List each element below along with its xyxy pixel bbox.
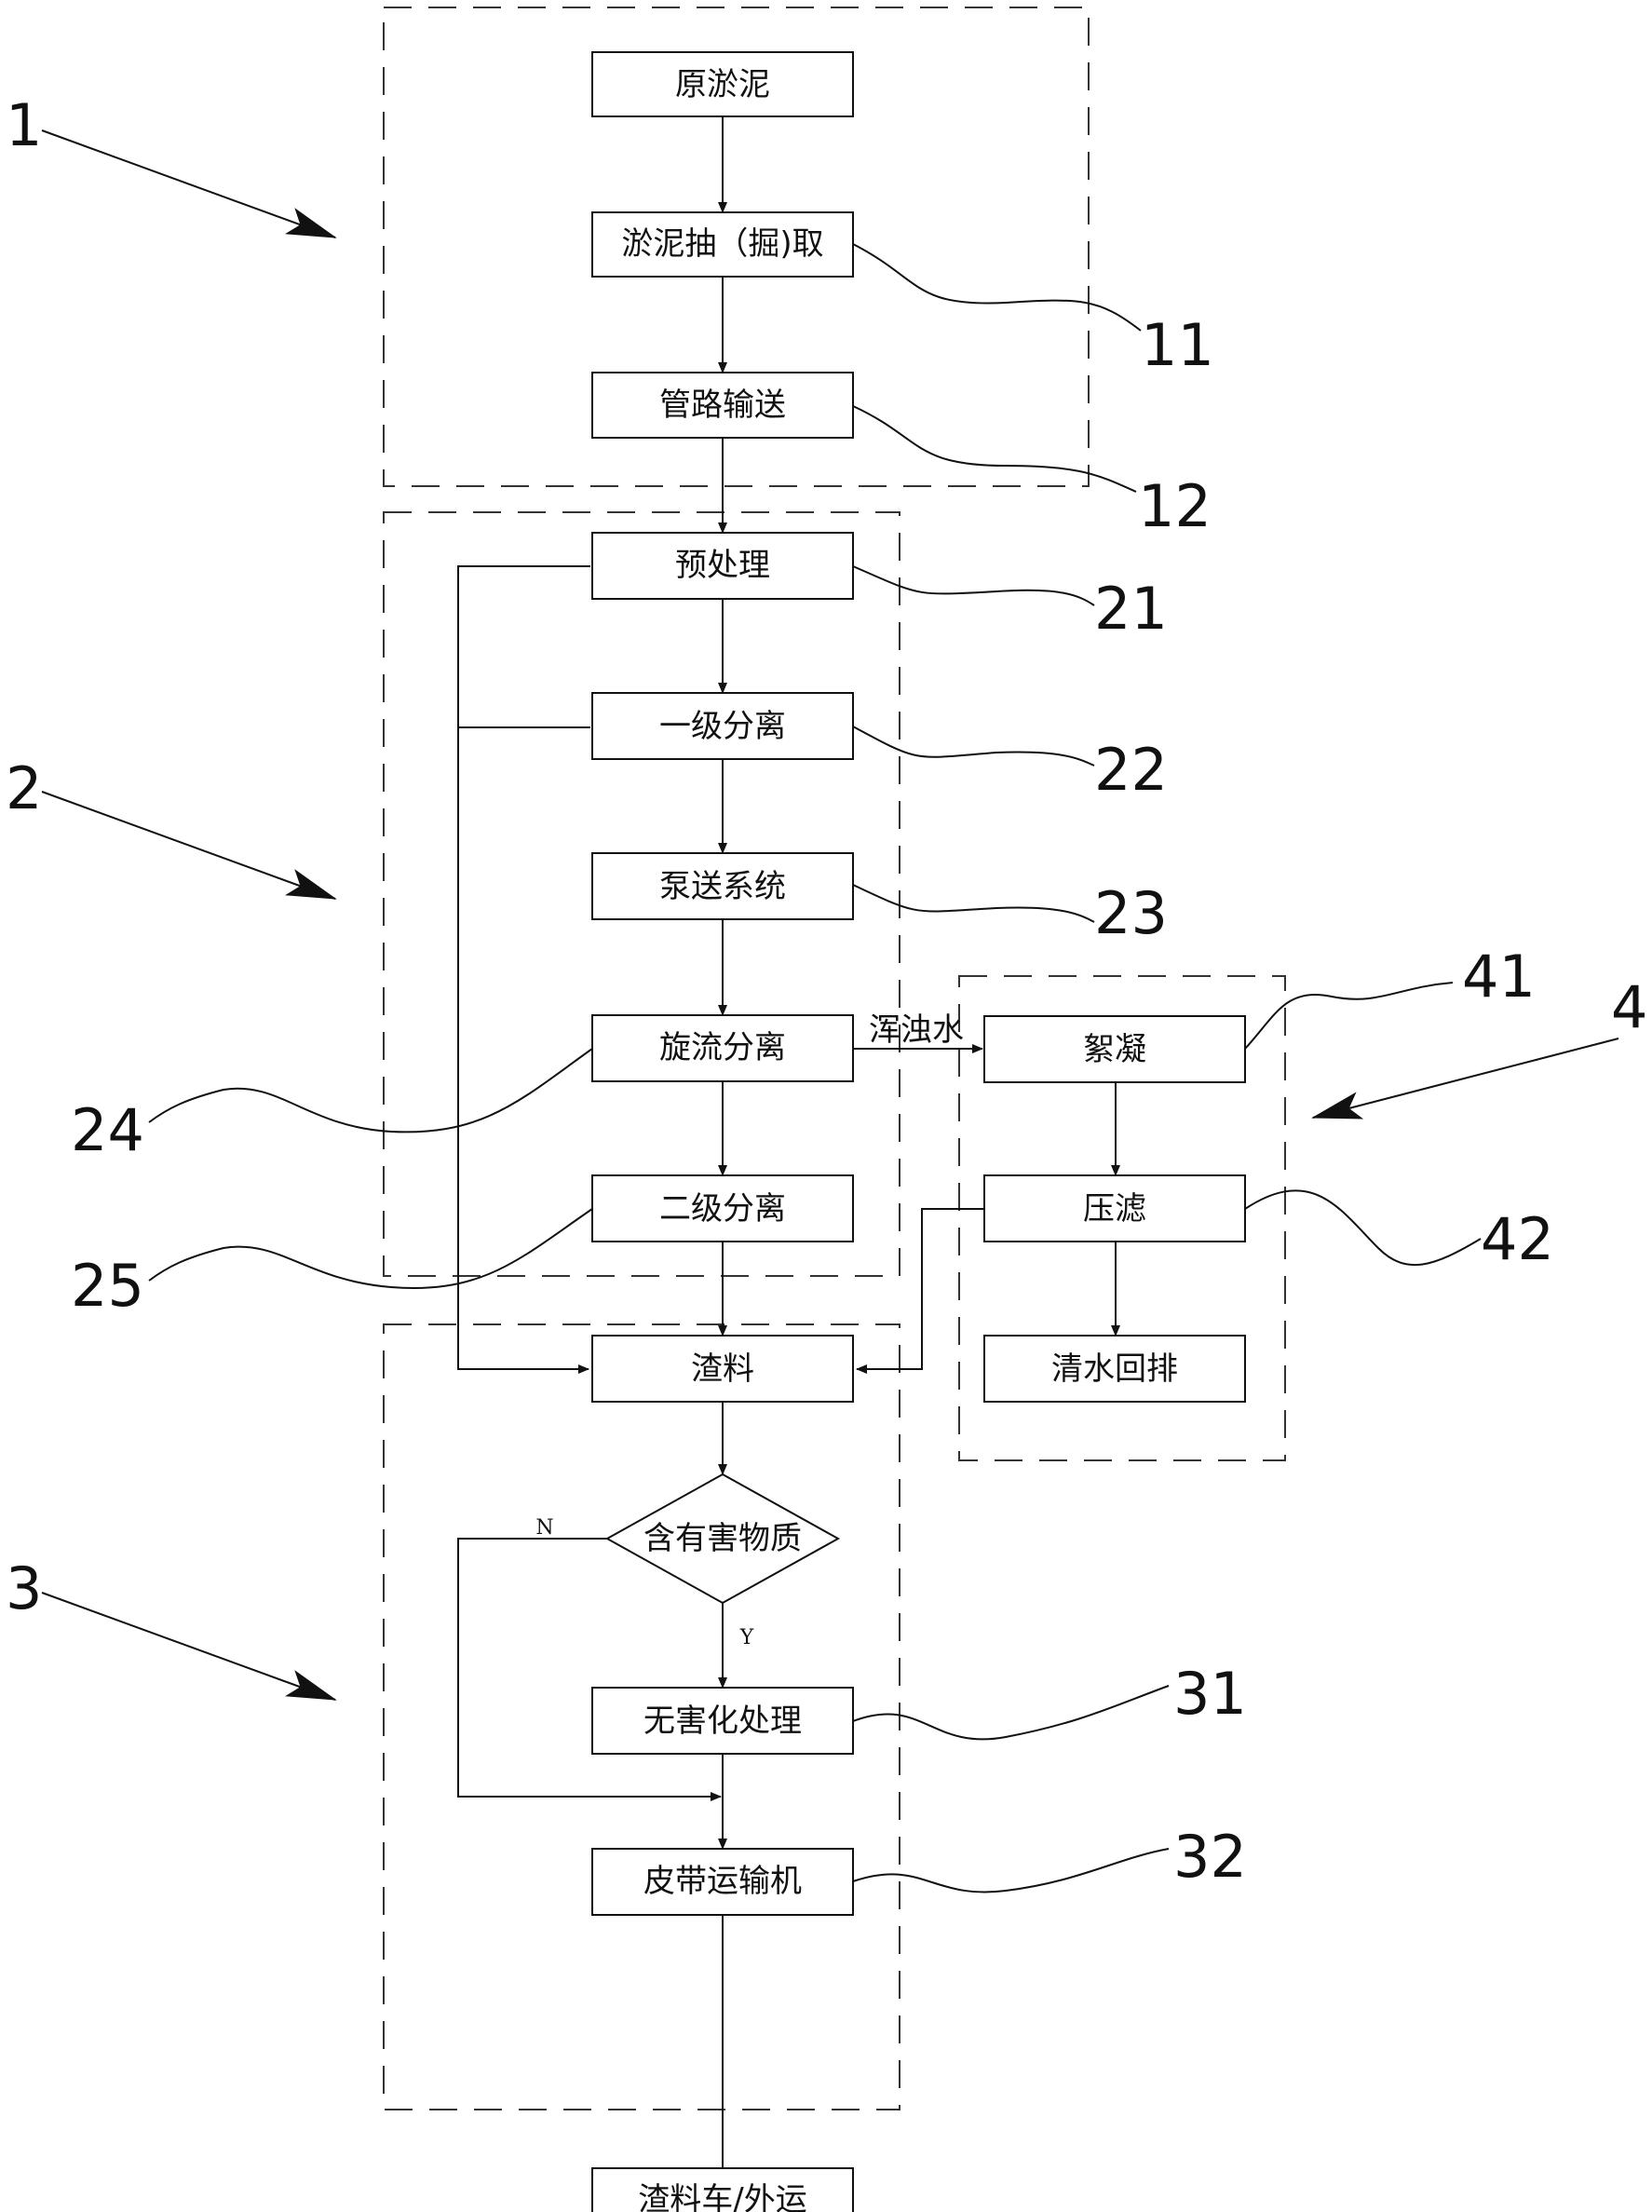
- ref-32: 32: [1173, 1823, 1247, 1891]
- stage-2-label: 2: [6, 754, 42, 822]
- leader-24: [148, 1048, 593, 1133]
- stage-3-label: 3: [6, 1554, 42, 1622]
- leader-12: [852, 405, 1137, 493]
- edge-no-branch: [457, 1538, 722, 1801]
- node-clear-water-box: [983, 1335, 1246, 1403]
- ref-42: 42: [1481, 1205, 1554, 1273]
- node-flocculation-box: [983, 1015, 1246, 1083]
- node-belt-conveyor-box: [591, 1848, 854, 1916]
- edge-label-yes: Y: [739, 1626, 754, 1649]
- node-cyclone-label: 旋流分离: [659, 1029, 786, 1066]
- node-extraction-box: [591, 211, 854, 278]
- node-secondary-separation-label: 二级分离: [659, 1190, 786, 1228]
- leader-11: [852, 243, 1142, 332]
- node-residue-box: [591, 1335, 854, 1403]
- leader-23: [852, 884, 1095, 923]
- leader-25: [148, 1208, 593, 1289]
- edge-bypass-to-residue: [457, 565, 590, 1374]
- stage-4-label: 4: [1611, 973, 1647, 1041]
- leader-22: [852, 726, 1095, 767]
- ref-24: 24: [71, 1096, 144, 1164]
- stage-3-pointer: [41, 1592, 337, 1701]
- node-hazard-check-diamond: [604, 1472, 841, 1605]
- ref-25: 25: [71, 1252, 144, 1320]
- ref-12: 12: [1138, 472, 1212, 540]
- stage-1-pointer: [41, 129, 337, 238]
- edge-label-no: N: [535, 1516, 553, 1540]
- node-pump-system-label: 泵送系统: [659, 868, 786, 905]
- node-filter-press-box: [983, 1174, 1246, 1242]
- node-primary-separation-box: [591, 692, 854, 760]
- ref-11: 11: [1141, 311, 1214, 379]
- ref-31: 31: [1173, 1660, 1247, 1728]
- node-pretreatment-box: [591, 532, 854, 600]
- ref-21: 21: [1094, 575, 1168, 643]
- node-pipeline-box: [591, 372, 854, 439]
- ref-41: 41: [1462, 943, 1536, 1011]
- stage-2-pointer: [41, 791, 337, 900]
- stage-1-region: [383, 7, 1090, 487]
- node-hazard-check-label: 含有害物质: [643, 1520, 802, 1557]
- node-belt-conveyor-label: 皮带运输机: [643, 1863, 802, 1900]
- node-pipeline-label: 管路输送: [659, 387, 786, 424]
- node-harmless-label: 无害化处理: [643, 1703, 802, 1740]
- leader-41: [1244, 982, 1454, 1050]
- node-cyclone-box: [591, 1014, 854, 1082]
- edge-press-to-residue: [856, 1208, 984, 1374]
- node-residue-label: 渣料: [691, 1350, 754, 1388]
- node-residue-truck-label: 渣料车/外运: [638, 2181, 806, 2212]
- leader-42: [1244, 1189, 1482, 1267]
- node-raw-sludge-label: 原淤泥: [675, 66, 770, 103]
- edge-label-turbid-water: 浑浊水: [869, 1011, 964, 1049]
- leader-32: [852, 1848, 1170, 1893]
- node-pump-system-box: [591, 852, 854, 920]
- stage-1-label: 1: [6, 91, 42, 159]
- node-harmless-box: [591, 1687, 854, 1755]
- ref-23: 23: [1094, 879, 1168, 947]
- node-secondary-separation-box: [591, 1174, 854, 1242]
- node-clear-water-label: 清水回排: [1051, 1350, 1178, 1388]
- ref-22: 22: [1094, 736, 1168, 804]
- node-extraction-label: 淤泥抽（掘)取: [621, 225, 823, 263]
- node-filter-press-label: 压滤: [1083, 1190, 1146, 1228]
- node-raw-sludge-box: [591, 51, 854, 117]
- node-primary-separation-label: 一级分离: [659, 708, 786, 745]
- node-flocculation-label: 絮凝: [1083, 1031, 1146, 1068]
- stage-4-pointer: [1311, 1038, 1619, 1120]
- leader-21: [852, 565, 1095, 606]
- node-residue-truck-box: [591, 2167, 854, 2212]
- node-pretreatment-label: 预处理: [675, 547, 770, 584]
- stage-2-region: [383, 511, 900, 1277]
- stage-3-region: [383, 1323, 900, 2110]
- leader-31: [852, 1685, 1170, 1741]
